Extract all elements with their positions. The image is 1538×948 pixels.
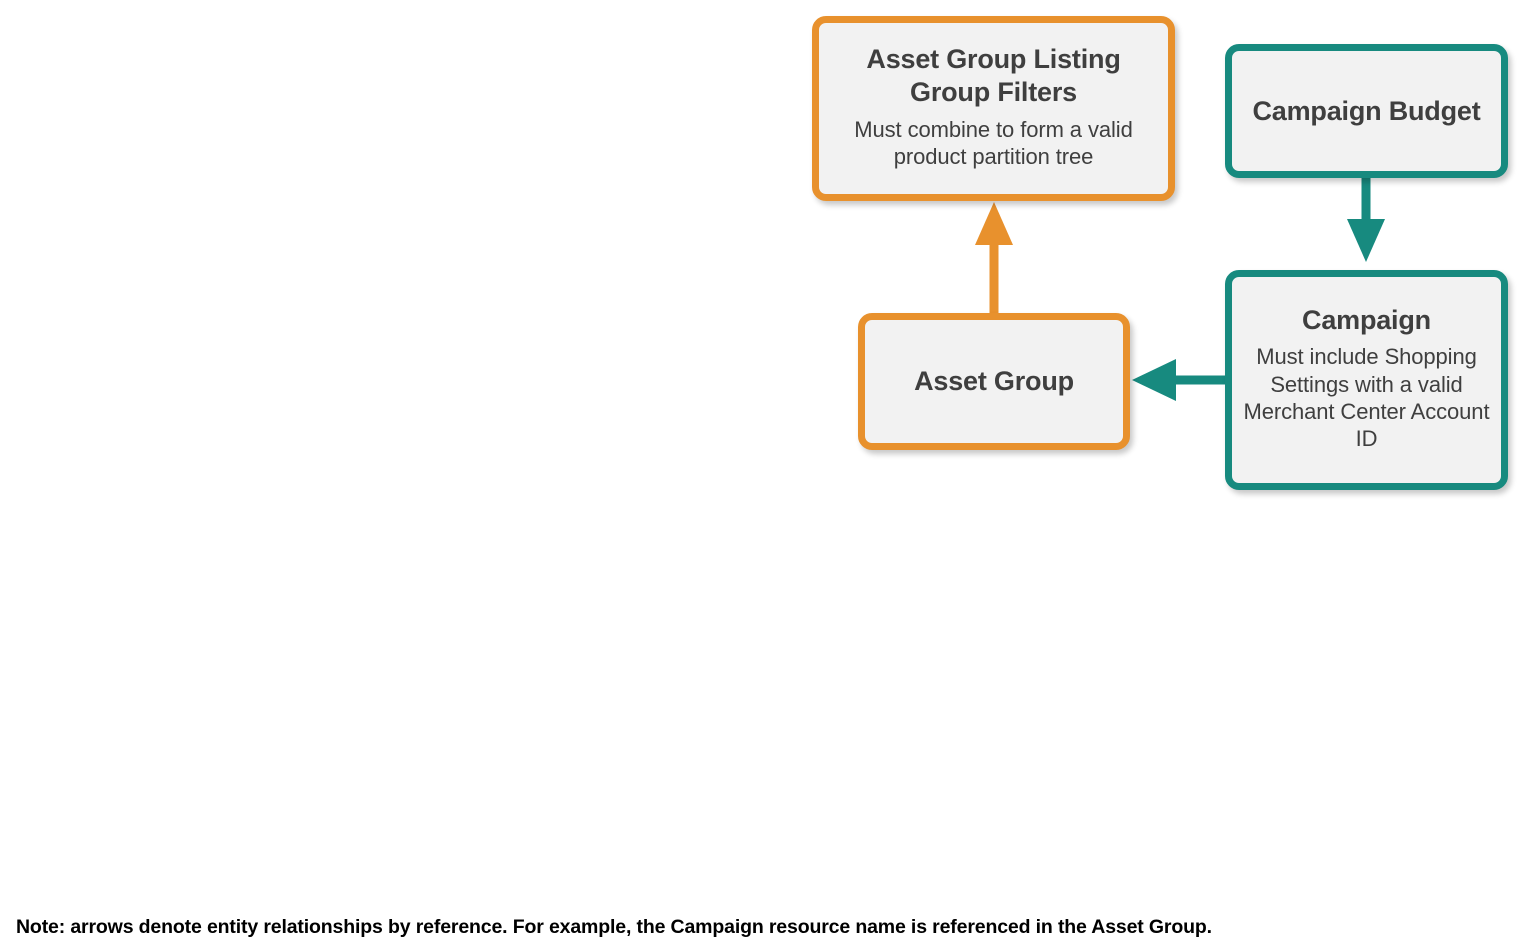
node-title-asset-group: Asset Group bbox=[914, 366, 1074, 397]
edge-campaign-budget-to-campaign bbox=[1347, 176, 1385, 262]
node-description-asset-group-listing-group-filters: Must combine to form a valid product par… bbox=[854, 116, 1133, 169]
node-campaign[interactable]: Campaign Must include Shopping Settings … bbox=[1225, 270, 1508, 490]
node-asset-group[interactable]: Asset Group bbox=[858, 313, 1130, 450]
arrowhead-down-teal bbox=[1347, 219, 1385, 262]
diagram-footnote: Note: arrows denote entity relationships… bbox=[16, 916, 1212, 938]
edge-asset-group-to-listing-group-filters bbox=[975, 202, 1013, 315]
node-description-campaign: Must include Shopping Settings with a va… bbox=[1243, 344, 1490, 452]
node-title-campaign-budget: Campaign Budget bbox=[1252, 95, 1481, 126]
node-title-campaign: Campaign bbox=[1302, 304, 1431, 335]
node-campaign-budget[interactable]: Campaign Budget bbox=[1225, 44, 1508, 178]
node-title-asset-group-listing-group-filters: Asset Group Listing Group Filters bbox=[866, 43, 1121, 107]
edge-campaign-to-asset-group bbox=[1132, 359, 1227, 401]
arrowhead-up-orange bbox=[975, 202, 1013, 245]
node-asset-group-listing-group-filters[interactable]: Asset Group Listing Group Filters Must c… bbox=[812, 16, 1175, 201]
arrowhead-left-teal bbox=[1132, 359, 1176, 401]
